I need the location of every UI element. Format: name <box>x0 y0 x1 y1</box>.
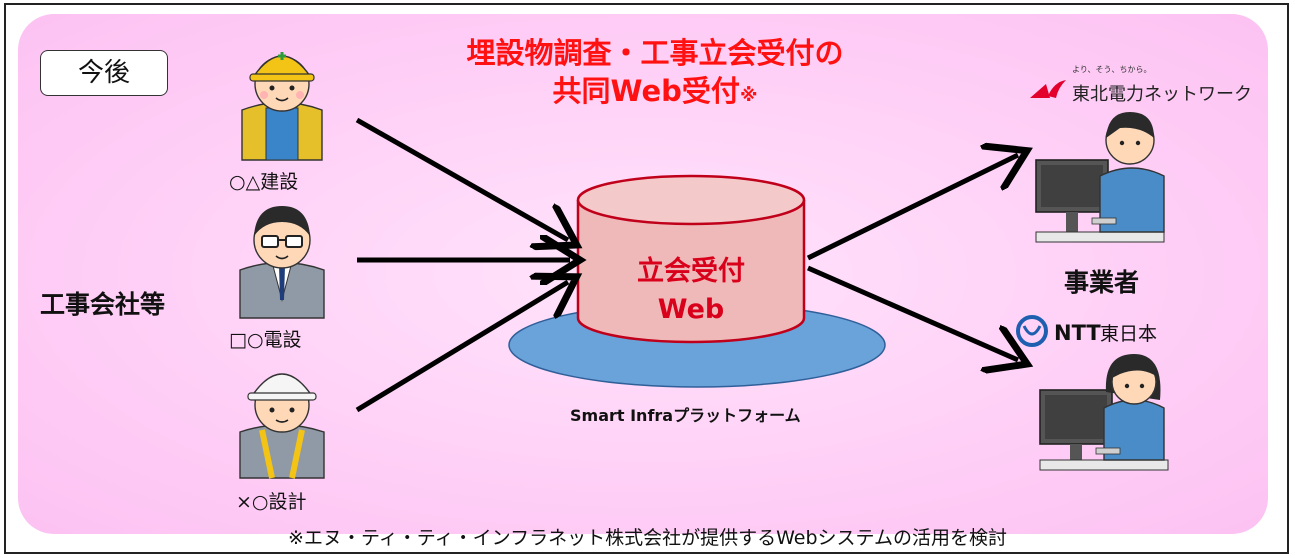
arrow-company-3-to-hub <box>355 282 568 413</box>
arrow-company-1-to-hub <box>355 117 568 240</box>
arrow-hub-to-operator-1 <box>806 155 1018 261</box>
footnote: ※エヌ・ティ・ティ・インフラネット株式会社が提供するWebシステムの活用を検討 <box>288 527 1007 549</box>
tohoku-logo-text: 東北電力ネットワーク <box>1072 84 1252 105</box>
status-tag: 今後 <box>40 50 168 96</box>
ntt-logo-text: 東日本 <box>1100 323 1157 345</box>
worker-glasses-icon <box>239 206 325 319</box>
ntt-logo-bold-text: NTT <box>1054 321 1101 345</box>
diagram-title: 埋設物調査・工事立会受付の 共同Web受付※ <box>430 34 880 115</box>
tohoku-electric-logo-icon <box>1030 80 1066 98</box>
platform-label: Smart Infraプラットフォーム <box>570 406 801 425</box>
ntt-east-logo-icon <box>1016 315 1048 347</box>
operator-female-at-computer-icon <box>1039 354 1169 471</box>
worker-white-helmet-icon <box>239 373 325 479</box>
arrow-hub-to-operator-2 <box>806 265 1018 360</box>
tohoku-logo-tagline: より、そう、ちから。 <box>1072 65 1152 74</box>
title-line-1: 埋設物調査・工事立会受付の <box>466 36 844 70</box>
worker-yellow-helmet-icon <box>241 52 323 161</box>
hub-cylinder <box>576 174 806 344</box>
company-label-1: ○△建設 <box>229 171 299 193</box>
left-group-label: 工事会社等 <box>40 290 166 319</box>
title-line-2: 共同Web受付 <box>552 74 740 108</box>
right-group-label: 事業者 <box>1064 268 1140 297</box>
hub-label-line-2: Web <box>658 294 724 325</box>
hub-label-line-1: 立会受付 <box>637 255 745 287</box>
company-label-3: ×○設計 <box>236 491 307 513</box>
company-label-2: □○電設 <box>229 329 302 351</box>
title-footnote-mark: ※ <box>739 85 758 106</box>
operator-male-at-computer-icon <box>1035 112 1165 243</box>
